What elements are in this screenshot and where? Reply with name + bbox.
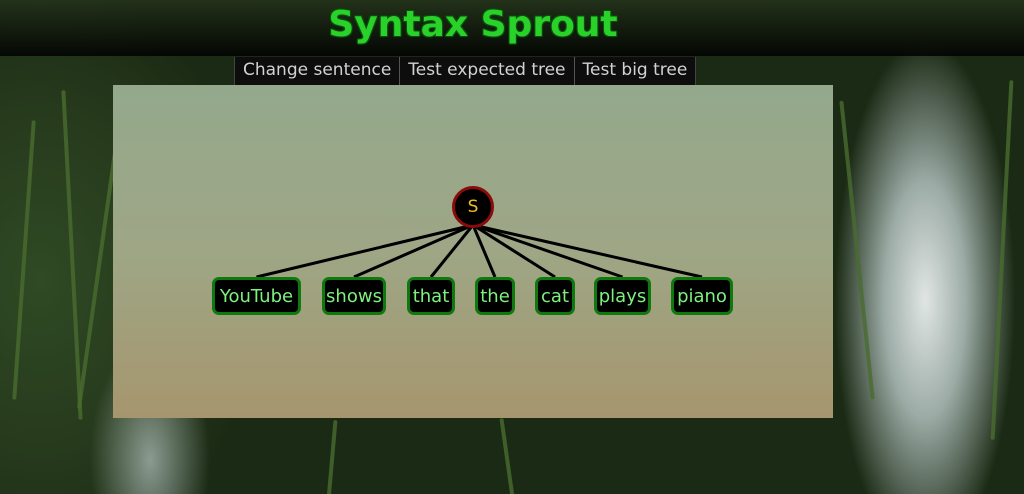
word-node-youtube[interactable]: YouTube [212,277,301,315]
backdrop-vine [499,418,515,494]
backdrop-vine [990,80,1014,440]
word-node-plays[interactable]: plays [594,277,651,315]
backdrop-vine [12,120,36,400]
tree-edge [471,224,497,278]
tree-edges [256,223,703,279]
test-expected-tree-button[interactable]: Test expected tree [399,57,574,85]
backdrop-vine [326,419,338,494]
tree-edge [256,223,474,279]
tree-edge [353,223,474,279]
change-sentence-button[interactable]: Change sentence [234,57,400,85]
tree-edge [472,223,703,279]
tree-edge [429,224,475,278]
header-bar: Syntax Sprout [0,0,1024,56]
root-node-s[interactable]: S [452,186,494,228]
toolbar: Change sentence Test expected tree Test … [234,57,697,85]
test-big-tree-button[interactable]: Test big tree [573,57,697,85]
word-node-the[interactable]: the [475,277,515,315]
word-node-that[interactable]: that [407,277,455,315]
word-node-cat[interactable]: cat [535,277,575,315]
app-title: Syntax Sprout [328,4,618,45]
tree-edge [472,223,556,279]
tree-edge [472,223,623,279]
word-node-piano[interactable]: piano [671,277,733,315]
backdrop-vine [76,150,118,410]
backdrop-vine [61,90,83,420]
tree-canvas[interactable]: S YouTube shows that the cat plays piano [113,85,833,418]
backdrop-vine [839,100,875,400]
word-node-shows[interactable]: shows [322,277,386,315]
